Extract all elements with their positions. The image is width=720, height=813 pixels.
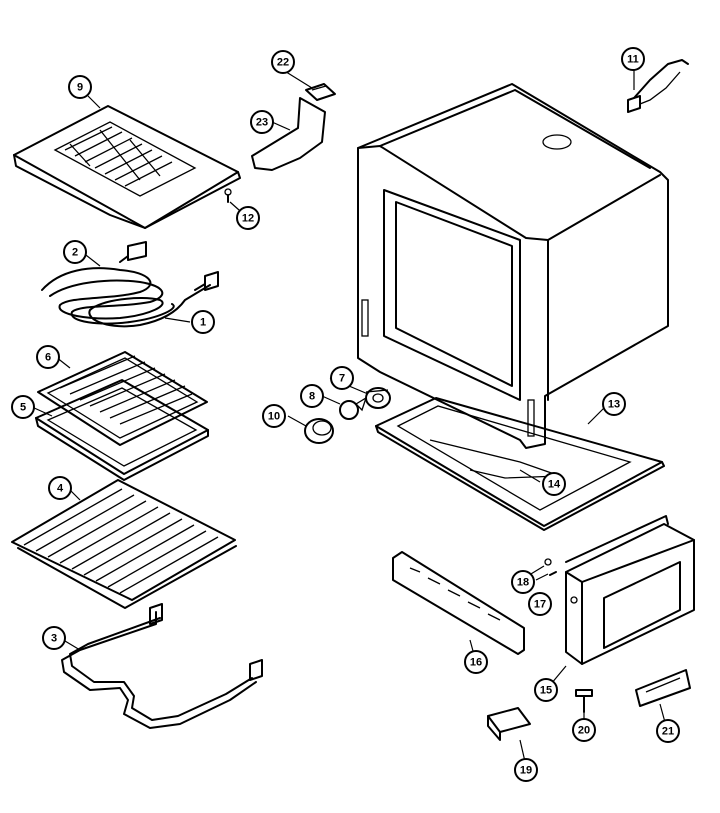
- callout-label: 23: [256, 117, 268, 129]
- callout-9: 9: [68, 75, 92, 99]
- callout-6: 6: [36, 345, 60, 369]
- callout-circle: [514, 758, 538, 782]
- callout-circle: [534, 678, 558, 702]
- callout-2: 2: [63, 240, 87, 264]
- part-oven-cavity: [357, 83, 669, 449]
- callout-label: 1: [200, 317, 206, 329]
- callout-label: 3: [51, 633, 57, 645]
- callout-circle: [191, 310, 215, 334]
- callout-label: 16: [470, 657, 482, 669]
- callout-circle: [36, 345, 60, 369]
- callout-circle: [63, 240, 87, 264]
- part-sensor-wire: [627, 59, 689, 113]
- callout-label: 10: [268, 411, 280, 423]
- callout-label: 22: [277, 57, 289, 69]
- part-broil-pan-insert: [37, 351, 208, 446]
- part-broil-element: [41, 241, 219, 328]
- callout-circle: [11, 395, 35, 419]
- part-leveling-leg: [575, 689, 593, 713]
- callout-4: 4: [48, 476, 72, 500]
- callout-16: 16: [464, 650, 488, 674]
- part-light-socket: [365, 387, 391, 409]
- callout-circle: [542, 472, 566, 496]
- callout-label: 6: [45, 352, 51, 364]
- part-oven-bottom: [375, 397, 665, 531]
- part-oven-rack: [11, 479, 237, 609]
- callout-15: 15: [534, 678, 558, 702]
- callout-21: 21: [656, 719, 680, 743]
- callout-14: 14: [542, 472, 566, 496]
- part-small-bracket: [487, 707, 531, 741]
- callout-12: 12: [236, 206, 260, 230]
- callout-13: 13: [602, 392, 626, 416]
- callout-19: 19: [514, 758, 538, 782]
- callout-label: 5: [20, 402, 26, 414]
- callout-label: 21: [662, 726, 674, 738]
- part-drawer-slide: [544, 558, 557, 576]
- callout-circle: [48, 476, 72, 500]
- callout-circle: [656, 719, 680, 743]
- callout-label: 7: [339, 373, 345, 385]
- callout-5: 5: [11, 395, 35, 419]
- callout-label: 9: [77, 82, 83, 94]
- callout-circle: [236, 206, 260, 230]
- callout-circle: [271, 50, 295, 74]
- callout-circle: [300, 384, 324, 408]
- callout-circle: [572, 718, 596, 742]
- callout-label: 4: [57, 483, 64, 495]
- callout-1: 1: [191, 310, 215, 334]
- callout-label: 12: [242, 213, 254, 225]
- callout-circle: [602, 392, 626, 416]
- part-handle-bracket: [251, 97, 326, 171]
- callout-circle: [250, 110, 274, 134]
- part-clip: [305, 83, 336, 101]
- callout-circle: [511, 570, 535, 594]
- callout-circle: [528, 592, 552, 616]
- callout-7: 7: [330, 366, 354, 390]
- part-light-lens: [304, 418, 334, 444]
- callout-23: 23: [250, 110, 274, 134]
- callout-circle: [330, 366, 354, 390]
- callout-20: 20: [572, 718, 596, 742]
- callout-circle: [262, 404, 286, 428]
- part-screw-12: [224, 188, 232, 203]
- part-broil-pan: [35, 379, 209, 481]
- callout-circle: [42, 626, 66, 650]
- callout-3: 3: [42, 626, 66, 650]
- leader-lines: [31, 64, 667, 767]
- part-anti-tip-bracket: [635, 669, 691, 707]
- callout-22: 22: [271, 50, 295, 74]
- part-storage-drawer: [565, 515, 695, 665]
- callout-11: 11: [621, 47, 645, 71]
- callout-18: 18: [511, 570, 535, 594]
- callout-label: 19: [520, 765, 532, 777]
- callout-circle: [621, 47, 645, 71]
- callout-10: 10: [262, 404, 286, 428]
- callout-label: 18: [517, 577, 529, 589]
- callout-label: 14: [548, 479, 561, 491]
- callout-label: 11: [627, 54, 639, 66]
- callout-label: 20: [578, 725, 590, 737]
- part-burner-tray: [13, 105, 241, 229]
- callout-label: 15: [540, 685, 552, 697]
- callout-8: 8: [300, 384, 324, 408]
- part-bake-element: [61, 603, 263, 729]
- callout-label: 13: [608, 399, 620, 411]
- part-kick-panel: [392, 551, 525, 655]
- part-light-bulb: [339, 396, 368, 420]
- callout-label: 8: [309, 391, 315, 403]
- callout-circle: [464, 650, 488, 674]
- callout-circle: [68, 75, 92, 99]
- callout-label: 2: [72, 247, 78, 259]
- callout-label: 17: [534, 599, 546, 611]
- callout-17: 17: [528, 592, 552, 616]
